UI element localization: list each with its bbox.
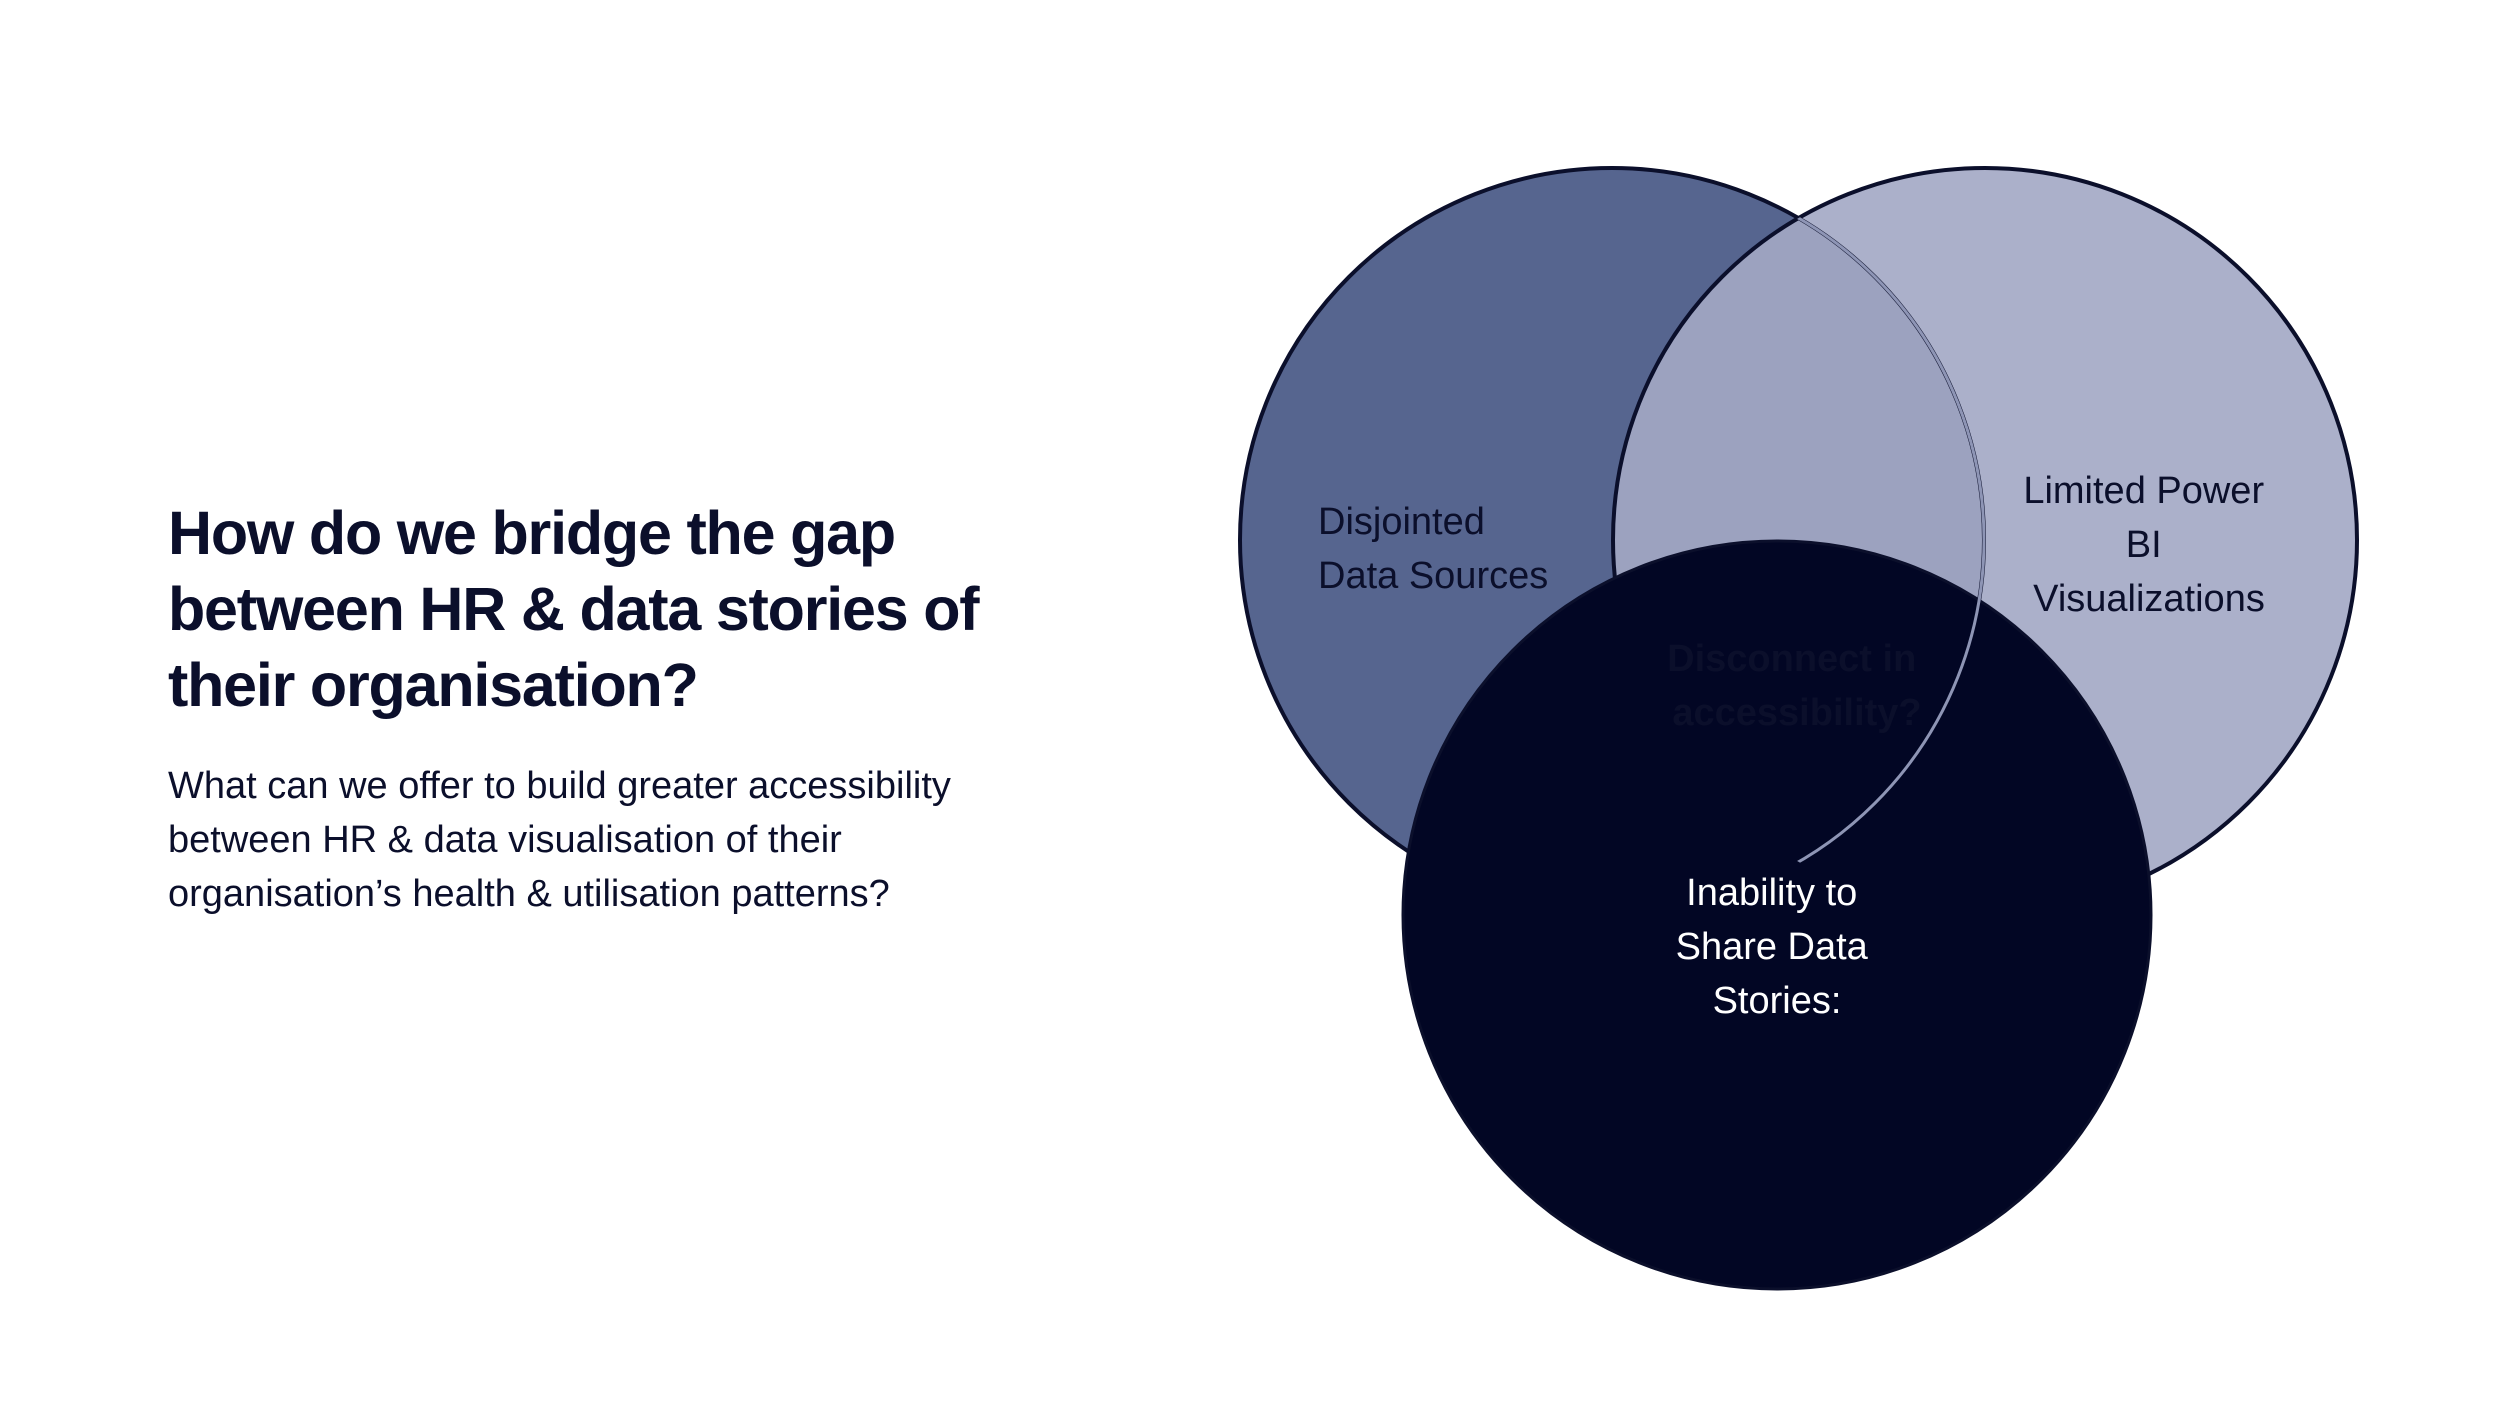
venn-label-right-line-1: Limited Power [2023,470,2264,512]
venn-label-bottom: Inability to Share Data Stories: [1676,872,1879,1022]
venn-label-right-line-3: Visualizations [2033,578,2265,620]
page-title-line-3: their organisation? [168,651,699,719]
venn-label-bottom-line-2: Share Data [1676,926,1869,968]
venn-label-right-line-2: BI [2126,524,2162,566]
page-title-line-1: How do we bridge the gap [168,499,896,567]
venn-label-bottom-line-3: Stories: [1713,980,1842,1022]
venn-label-center: Disconnect in accessibility? [1667,638,1927,734]
page-subtitle-line-3: organisation’s health & utilisation patt… [168,873,890,915]
venn-label-left: Disjointed Data Sources [1318,501,1548,597]
intro-text-block: How do we bridge the gap between HR & da… [168,495,1068,921]
page-title-line-2: between HR & data stories of [168,575,980,643]
venn-overlap-edge [1613,168,1986,912]
venn-label-left-line-1: Disjointed [1318,501,1485,543]
page-subtitle-line-2: between HR & data visualisation of their [168,819,842,861]
page-title: How do we bridge the gap between HR & da… [168,495,1068,723]
venn-circle-bottom [1401,539,2153,1291]
venn-label-right: Limited Power BI Visualizations [2023,470,2274,620]
page-subtitle-line-1: What can we offer to build greater acces… [168,765,951,807]
page-subtitle: What can we offer to build greater acces… [168,759,1048,921]
venn-label-center-line-2: accessibility? [1672,692,1921,734]
venn-label-center-line-1: Disconnect in [1667,638,1916,680]
venn-label-bottom-line-1: Inability to [1686,872,1857,914]
venn-label-left-line-2: Data Sources [1318,555,1548,597]
